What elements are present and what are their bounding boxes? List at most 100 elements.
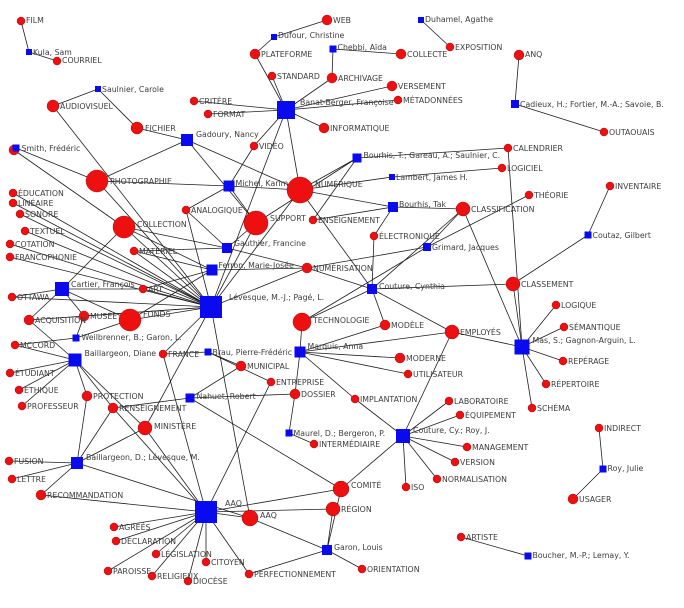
subject-node-comite[interactable]: [332, 480, 350, 498]
author-node-lambert[interactable]: [389, 174, 395, 180]
subject-node-film[interactable]: [16, 16, 26, 26]
subject-node-etudiant[interactable]: [5, 368, 15, 378]
subject-node-semantique[interactable]: [559, 322, 569, 332]
subject-node-inventaire[interactable]: [605, 181, 615, 191]
subject-node-aaq2[interactable]: [241, 509, 259, 527]
author-node-bourhis_t[interactable]: [352, 153, 362, 163]
subject-node-analogique[interactable]: [181, 205, 191, 215]
subject-node-critere[interactable]: [189, 96, 199, 106]
subject-node-version[interactable]: [450, 457, 460, 467]
subject-node-collection[interactable]: [112, 215, 136, 239]
subject-node-usager[interactable]: [567, 493, 579, 505]
subject-node-schema[interactable]: [527, 403, 537, 413]
subject-node-fichier[interactable]: [130, 121, 144, 135]
subject-node-declaration[interactable]: [111, 536, 121, 546]
author-node-ferron[interactable]: [206, 264, 218, 276]
subject-node-web[interactable]: [321, 14, 333, 26]
subject-node-outaouais[interactable]: [599, 127, 609, 137]
author-node-garon[interactable]: [322, 545, 332, 555]
author-node-chebbi[interactable]: [329, 45, 337, 53]
subject-node-calendrier[interactable]: [503, 143, 513, 153]
subject-node-education[interactable]: [8, 188, 18, 198]
subject-node-fonds[interactable]: [118, 308, 142, 332]
author-node-cadieux[interactable]: [511, 100, 519, 108]
subject-node-anq[interactable]: [513, 49, 525, 61]
author-node-michel[interactable]: [223, 180, 235, 192]
author-node-ballargeon_d[interactable]: [71, 457, 83, 469]
subject-node-implantation[interactable]: [350, 394, 360, 404]
subject-node-technologie[interactable]: [292, 312, 312, 332]
subject-node-france[interactable]: [158, 349, 168, 359]
author-node-gauthier[interactable]: [222, 243, 232, 253]
author-node-grimard[interactable]: [423, 243, 431, 251]
subject-node-agrees[interactable]: [109, 522, 119, 532]
author-node-dufour[interactable]: [271, 34, 277, 40]
author-node-coutaz[interactable]: [584, 231, 592, 239]
author-node-weilbrenner[interactable]: [72, 334, 80, 342]
subject-node-musee[interactable]: [78, 310, 90, 322]
subject-node-classification[interactable]: [455, 201, 471, 217]
subject-node-art[interactable]: [138, 284, 148, 294]
subject-node-theorie[interactable]: [524, 190, 534, 200]
subject-node-standard[interactable]: [267, 71, 277, 81]
subject-node-normalisation[interactable]: [432, 474, 442, 484]
subject-node-professeur[interactable]: [17, 401, 27, 411]
author-node-levesque_mj[interactable]: [200, 296, 222, 318]
subject-node-entreprise[interactable]: [266, 377, 276, 387]
subject-node-moderne[interactable]: [394, 352, 406, 364]
subject-node-paroisse[interactable]: [103, 566, 113, 576]
subject-node-francophonie[interactable]: [5, 252, 15, 262]
subject-node-artiste[interactable]: [456, 532, 466, 542]
subject-node-ministere[interactable]: [137, 420, 153, 436]
subject-node-renseignement[interactable]: [107, 402, 119, 414]
author-node-nahuet[interactable]: [185, 393, 195, 403]
subject-node-exposition[interactable]: [445, 42, 455, 52]
author-node-marquis[interactable]: [294, 346, 306, 358]
subject-node-photographie[interactable]: [85, 169, 109, 193]
subject-node-religieux[interactable]: [147, 571, 157, 581]
subject-node-region[interactable]: [325, 501, 341, 517]
subject-node-legislation[interactable]: [151, 549, 161, 559]
author-node-smith[interactable]: [12, 144, 20, 152]
subject-node-reperage[interactable]: [558, 356, 568, 366]
author-node-bourhis_tak[interactable]: [388, 202, 398, 212]
subject-node-format[interactable]: [203, 109, 213, 119]
author-node-couture_c[interactable]: [367, 284, 377, 294]
author-node-ballargeon[interactable]: [68, 353, 82, 367]
author-node-mas[interactable]: [514, 339, 530, 355]
subject-node-iso[interactable]: [401, 482, 411, 492]
author-node-banat[interactable]: [277, 101, 295, 119]
subject-node-collecte[interactable]: [395, 48, 407, 60]
subject-node-versement[interactable]: [386, 80, 398, 92]
subject-node-acquisition[interactable]: [23, 314, 35, 326]
subject-node-cotation[interactable]: [5, 239, 15, 249]
subject-node-recommandation[interactable]: [35, 489, 47, 501]
author-node-maurel[interactable]: [285, 429, 293, 437]
subject-node-modele[interactable]: [379, 319, 391, 331]
subject-node-laboratoire[interactable]: [444, 396, 454, 406]
author-node-gadoury[interactable]: [181, 134, 193, 146]
subject-node-courriel[interactable]: [52, 56, 62, 66]
subject-node-textuel[interactable]: [20, 226, 30, 236]
author-node-saulnier[interactable]: [95, 86, 101, 92]
subject-node-informatique[interactable]: [318, 122, 330, 134]
subject-node-logique[interactable]: [551, 300, 561, 310]
subject-node-perfectionnement[interactable]: [244, 569, 254, 579]
author-node-duhamel[interactable]: [418, 17, 424, 23]
subject-node-support[interactable]: [243, 210, 269, 236]
subject-node-sonore[interactable]: [15, 209, 25, 219]
subject-node-intermediaire[interactable]: [309, 439, 319, 449]
author-node-boucher[interactable]: [524, 552, 532, 560]
subject-node-repertoire[interactable]: [541, 379, 551, 389]
subject-node-archivage[interactable]: [326, 72, 338, 84]
subject-node-mccord[interactable]: [10, 340, 20, 350]
subject-node-numerisation[interactable]: [301, 262, 313, 274]
author-node-kula[interactable]: [26, 49, 32, 55]
subject-node-plateforme[interactable]: [249, 48, 261, 60]
subject-node-classement[interactable]: [505, 276, 521, 292]
subject-node-ottawa[interactable]: [7, 292, 17, 302]
subject-node-metadonnees[interactable]: [393, 95, 403, 105]
subject-node-protection[interactable]: [81, 390, 93, 402]
subject-node-equipement[interactable]: [455, 410, 465, 420]
author-node-couture_cy[interactable]: [396, 429, 410, 443]
